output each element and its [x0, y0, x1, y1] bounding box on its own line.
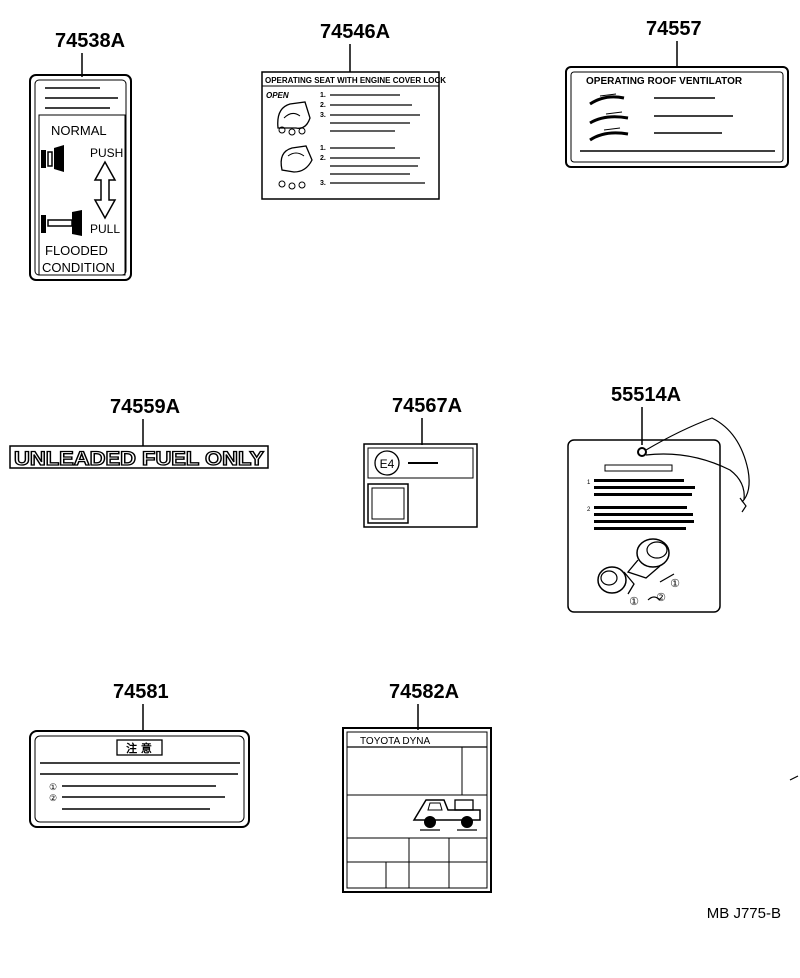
label-outline [565, 66, 789, 168]
label-outline [342, 727, 492, 893]
part-number-74538A: 74538A [55, 30, 125, 52]
heading-text: OPERATING SEAT WITH ENGINE COVER LOCK [265, 76, 446, 85]
ventilator-closed-icon [589, 127, 629, 142]
diagram-code: MB J775-B [707, 905, 781, 922]
instruction-panel [38, 114, 126, 276]
text-line [594, 486, 695, 489]
truck-icon [412, 799, 481, 831]
hang-tag-outline [567, 439, 721, 613]
normal-label: NORMAL [51, 123, 107, 138]
label-inner-border [34, 735, 245, 823]
part-number-74559A: 74559A [110, 396, 180, 418]
part-74559A: 74559A UNLEADED FUEL ONLY [9, 396, 269, 471]
tag-hole-icon [637, 447, 647, 457]
caution-heading-box [116, 739, 163, 756]
rotate-arrow-icon [647, 596, 661, 601]
part-number-74557: 74557 [646, 18, 702, 40]
text-line [594, 493, 692, 496]
step-number: 3. [320, 180, 326, 187]
text-line [594, 513, 693, 516]
flooded-label: FLOODED [45, 243, 108, 258]
knob-front-icon [626, 538, 670, 579]
choke-knob-pulled-icon [41, 210, 82, 236]
condition-label: CONDITION [42, 260, 115, 275]
seat-close-illustration-icon [278, 145, 313, 190]
unleaded-fuel-text: UNLEADED FUEL ONLY [14, 449, 264, 470]
part-74538A: 74538A NORMAL PUSH PULL FLOODED CONDITIO… [29, 30, 132, 281]
part-number-74567A: 74567A [392, 395, 462, 417]
push-label: PUSH [90, 146, 123, 160]
edge-mark [789, 775, 799, 781]
square-box [367, 483, 409, 524]
step-number: 3. [320, 112, 326, 119]
part-74567A: 74567A E4 [363, 395, 478, 528]
push-pull-arrow-icon [93, 160, 117, 220]
label-inner-border [570, 71, 784, 163]
list-bullet: ② [49, 793, 57, 803]
part-74557: 74557 OPERATING ROOF VENTILATOR [565, 18, 789, 168]
tag-step-number: 1 [587, 480, 591, 486]
heading-text: OPERATING ROOF VENTILATOR [586, 76, 743, 87]
step-circle-label: ① [670, 578, 680, 590]
step-circle-label: ② [656, 592, 666, 604]
part-number-55514A: 55514A [611, 384, 681, 406]
ventilator-half-icon [589, 111, 629, 125]
tag-title-bar [604, 464, 673, 472]
label-outline [261, 71, 440, 200]
ventilator-open-icon [589, 93, 625, 106]
list-bullet: ① [49, 782, 57, 792]
step-circle-label: ① [629, 596, 639, 608]
e-mark-badge: E4 [380, 457, 395, 471]
e-mark-circle-icon [374, 450, 400, 476]
square-box-inner [371, 487, 405, 520]
step-number: 2. [320, 155, 326, 162]
text-line [594, 520, 694, 523]
part-number-74581: 74581 [113, 681, 169, 703]
step-number: 2. [320, 102, 326, 109]
tag-string-icon [645, 417, 750, 513]
text-line [594, 479, 684, 482]
label-outline [363, 443, 478, 528]
brand-heading: TOYOTA DYNA [360, 736, 431, 747]
part-number-74546A: 74546A [320, 21, 390, 43]
text-line [594, 527, 686, 530]
turn-arrow-icon [659, 573, 675, 583]
step-number: 1. [320, 145, 326, 152]
choke-knob-pushed-icon [41, 145, 64, 172]
text-line [594, 506, 687, 509]
part-74582A: 74582A TOYOTA DYNA [342, 681, 492, 893]
knob-rear-icon [597, 566, 635, 595]
caution-heading: 注 意 [126, 741, 152, 755]
label-outline [29, 74, 132, 281]
pull-label: PULL [90, 222, 120, 236]
part-74546A: 74546A OPERATING SEAT WITH ENGINE COVER … [261, 21, 446, 200]
label-inner-border [346, 731, 488, 889]
tag-step-number: 2 [587, 507, 591, 513]
open-label: OPEN [266, 91, 289, 100]
part-74581: 74581 注 意 ① ② [29, 681, 250, 828]
approval-row [367, 447, 474, 479]
part-number-74582A: 74582A [389, 681, 459, 703]
part-55514A: 55514A 1 2 ① ② ① [567, 384, 750, 613]
label-outline [29, 730, 250, 828]
seat-open-illustration-icon [277, 101, 311, 136]
label-outline [9, 445, 269, 469]
step-number: 1. [320, 92, 326, 99]
